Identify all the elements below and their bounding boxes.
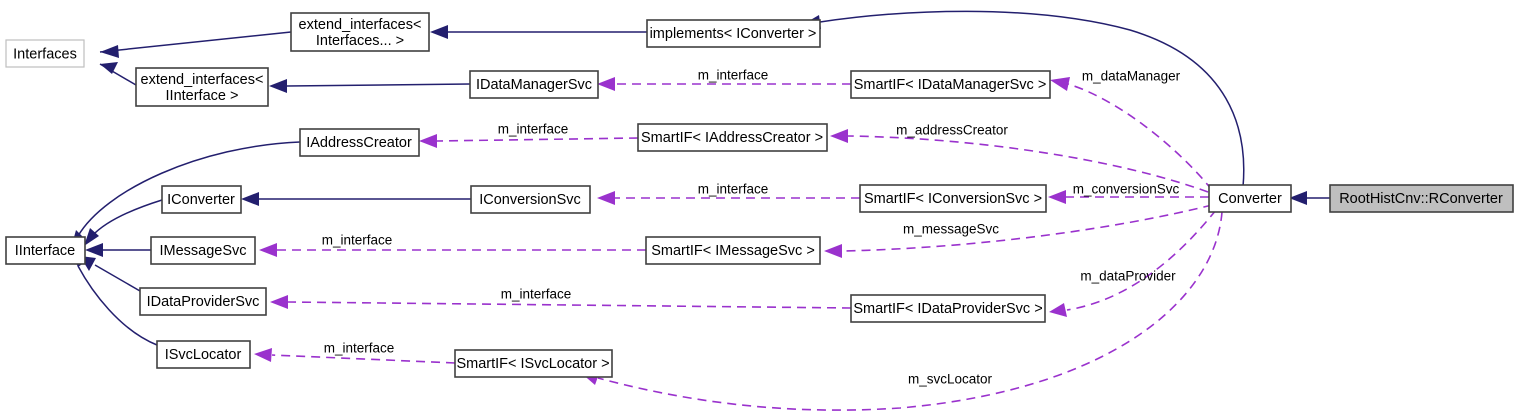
edge-label-m-interface-dataprovidersvc: m_interface bbox=[501, 287, 572, 302]
node-isvclocator[interactable]: ISvcLocator bbox=[156, 340, 251, 369]
node-idataprovidersvc-label: IDataProviderSvc bbox=[147, 294, 260, 310]
node-extend-interfaces-iinterface-label-line2: IInterface > bbox=[166, 88, 239, 104]
node-imessagesvc-label: IMessageSvc bbox=[159, 243, 246, 259]
node-smartif-idataprovidersvc[interactable]: SmartIF< IDataProviderSvc > bbox=[850, 294, 1046, 323]
edge-label-m-interface-datamanager: m_interface bbox=[698, 68, 769, 83]
node-smartif-iaddresscreator[interactable]: SmartIF< IAddressCreator > bbox=[637, 123, 828, 152]
edge-usage-smartif-iaddresscreator bbox=[419, 134, 639, 148]
node-imessagesvc[interactable]: IMessageSvc bbox=[150, 236, 256, 265]
edge-usage-converter-dataprovider bbox=[1049, 209, 1217, 317]
edge-label-m-messagesvc: m_messageSvc bbox=[903, 222, 999, 237]
node-smartif-isvclocator-label: SmartIF< ISvcLocator > bbox=[456, 356, 609, 372]
node-interfaces-label: Interfaces bbox=[13, 46, 77, 62]
edge-label-m-svclocator: m_svcLocator bbox=[908, 372, 993, 387]
node-iinterface[interactable]: IInterface bbox=[5, 236, 86, 265]
node-smartif-iconversionsvc[interactable]: SmartIF< IConversionSvc > bbox=[859, 184, 1047, 213]
edge-implements-to-extend-interfaces-var bbox=[430, 25, 647, 39]
edge-usage-converter-conversionsvc bbox=[1048, 190, 1209, 204]
node-extend-interfaces-iinterface[interactable]: extend_interfaces< IInterface > bbox=[135, 67, 269, 107]
node-implements-iconverter[interactable]: implements< IConverter > bbox=[646, 19, 821, 48]
node-isvclocator-label: ISvcLocator bbox=[165, 347, 242, 363]
node-iconverter-label: IConverter bbox=[167, 192, 235, 208]
edge-usage-smartif-iconversionsvc bbox=[597, 191, 860, 205]
node-iinterface-label: IInterface bbox=[15, 243, 75, 259]
node-smartif-imessagesvc-label: SmartIF< IMessageSvc > bbox=[651, 243, 815, 259]
node-smartif-imessagesvc[interactable]: SmartIF< IMessageSvc > bbox=[645, 236, 821, 265]
edge-label-m-addresscreator: m_addressCreator bbox=[896, 123, 1008, 138]
node-extend-interfaces-variadic-label-line1: extend_interfaces< bbox=[299, 17, 422, 33]
node-iaddresscreator-label: IAddressCreator bbox=[306, 135, 412, 151]
node-idataprovidersvc[interactable]: IDataProviderSvc bbox=[139, 287, 267, 316]
node-smartif-iaddresscreator-label: SmartIF< IAddressCreator > bbox=[641, 130, 823, 146]
edge-usage-smartif-imessagesvc bbox=[259, 243, 646, 257]
edge-rconverter-to-converter bbox=[1289, 191, 1330, 205]
edge-usage-converter-addresscreator bbox=[830, 129, 1209, 193]
node-smartif-isvclocator[interactable]: SmartIF< ISvcLocator > bbox=[454, 349, 613, 378]
node-idatamanagersvc[interactable]: IDataManagerSvc bbox=[469, 70, 599, 99]
node-idatamanagersvc-label: IDataManagerSvc bbox=[476, 77, 592, 93]
edge-iconverter-to-iinterface bbox=[84, 199, 163, 246]
node-extend-interfaces-variadic[interactable]: extend_interfaces< Interfaces... > bbox=[290, 12, 430, 52]
edge-usage-smartif-isvclocator bbox=[254, 348, 456, 364]
node-roothistcnv-rconverter-label: RootHistCnv::RConverter bbox=[1339, 191, 1503, 207]
node-converter[interactable]: Converter bbox=[1208, 184, 1292, 213]
edge-extend-interfaces-var-to-interfaces bbox=[99, 31, 292, 58]
edge-usage-smartif-idatamanagersvc bbox=[597, 77, 851, 91]
edge-usage-converter-datamanager bbox=[1050, 77, 1213, 191]
node-roothistcnv-rconverter[interactable]: RootHistCnv::RConverter bbox=[1329, 184, 1514, 213]
edge-label-m-interface-addresscreator: m_interface bbox=[498, 122, 569, 137]
edge-label-m-datamanager: m_dataManager bbox=[1082, 69, 1181, 84]
node-implements-iconverter-label: implements< IConverter > bbox=[650, 26, 817, 42]
node-smartif-idatamanagersvc[interactable]: SmartIF< IDataManagerSvc > bbox=[850, 70, 1051, 99]
edge-imessagesvc-to-iinterface bbox=[85, 243, 151, 257]
edge-usage-smartif-idataprovidersvc bbox=[270, 295, 852, 309]
edge-usage-converter-messagesvc bbox=[824, 204, 1213, 258]
edge-label-m-interface-messagesvc: m_interface bbox=[322, 233, 393, 248]
edge-extend-interfaces-ii-to-interfaces bbox=[99, 62, 137, 86]
edge-idataprovidersvc-to-iinterface bbox=[80, 256, 141, 292]
node-smartif-idatamanagersvc-label: SmartIF< IDataManagerSvc > bbox=[854, 77, 1047, 93]
edge-label-m-conversionsvc: m_conversionSvc bbox=[1073, 182, 1180, 197]
edge-label-m-interface-conversionsvc: m_interface bbox=[698, 182, 769, 197]
edge-iconversionsvc-to-iconverter bbox=[241, 192, 471, 206]
node-extend-interfaces-iinterface-label-line1: extend_interfaces< bbox=[141, 72, 264, 88]
node-extend-interfaces-variadic-label-line2: Interfaces... > bbox=[316, 33, 404, 49]
node-iconversionsvc[interactable]: IConversionSvc bbox=[470, 185, 591, 214]
node-iaddresscreator[interactable]: IAddressCreator bbox=[299, 128, 420, 157]
node-iconversionsvc-label: IConversionSvc bbox=[479, 192, 581, 208]
node-iconverter[interactable]: IConverter bbox=[161, 185, 242, 214]
node-smartif-idataprovidersvc-label: SmartIF< IDataProviderSvc > bbox=[853, 301, 1042, 317]
node-converter-label: Converter bbox=[1218, 191, 1282, 207]
edge-idatamanagersvc-to-extend-interfaces-ii bbox=[269, 79, 471, 93]
node-interfaces[interactable]: Interfaces bbox=[5, 39, 85, 68]
edge-label-m-dataprovider: m_dataProvider bbox=[1080, 269, 1176, 284]
node-smartif-iconversionsvc-label: SmartIF< IConversionSvc > bbox=[864, 191, 1042, 207]
edge-converter-to-implements bbox=[802, 10, 1245, 188]
edge-label-m-interface-svclocator: m_interface bbox=[324, 341, 395, 356]
